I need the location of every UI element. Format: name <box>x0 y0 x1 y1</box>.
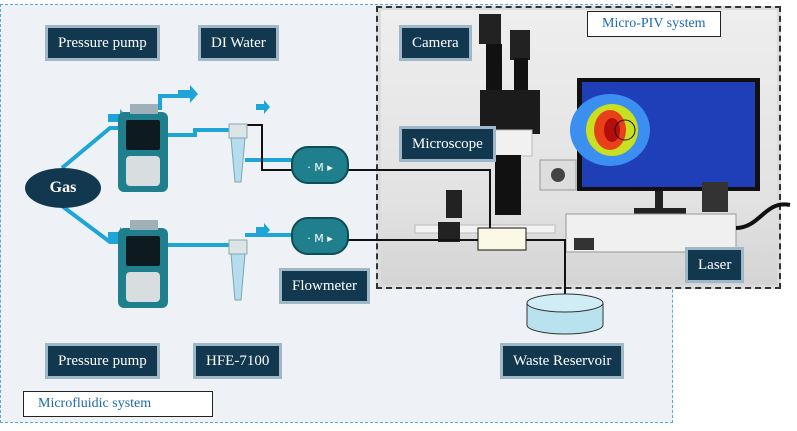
microscope-label: Microscope <box>399 126 496 162</box>
waste-reservoir-icon <box>526 293 604 335</box>
svg-text:· M ▸: · M ▸ <box>307 232 333 245</box>
micro-piv-system-title: Micro-PIV system <box>587 11 721 37</box>
laser-label: Laser <box>685 247 745 283</box>
laser-icon <box>565 182 791 253</box>
pressure-pump-top-label: Pressure pump <box>45 25 160 61</box>
svg-text:· M ▸: · M ▸ <box>307 161 333 174</box>
flowmeter-label: Flowmeter <box>279 268 370 304</box>
di-water-label: DI Water <box>198 25 279 61</box>
reservoir-tube-top <box>228 123 248 183</box>
microchip <box>477 227 527 251</box>
pressure-pump-bottom-label: Pressure pump <box>45 343 160 379</box>
monitor-icon <box>570 78 760 214</box>
pressure-pump-bottom-device <box>118 220 168 308</box>
pressure-pump-top-device <box>118 104 168 192</box>
hfe-label: HFE-7100 <box>193 343 283 379</box>
black-tubing <box>245 124 566 300</box>
flowmeter-top: · M ▸ <box>291 146 349 184</box>
waste-reservoir-label: Waste Reservoir <box>500 343 625 379</box>
tubing-lines <box>60 94 292 247</box>
microfluidic-system-title: Microfluidic system <box>23 391 213 417</box>
gas-node: Gas <box>25 168 101 208</box>
camera-label: Camera <box>399 25 472 61</box>
reservoir-tube-bottom <box>228 239 248 301</box>
flowmeter-bottom: · M ▸ <box>291 217 349 255</box>
